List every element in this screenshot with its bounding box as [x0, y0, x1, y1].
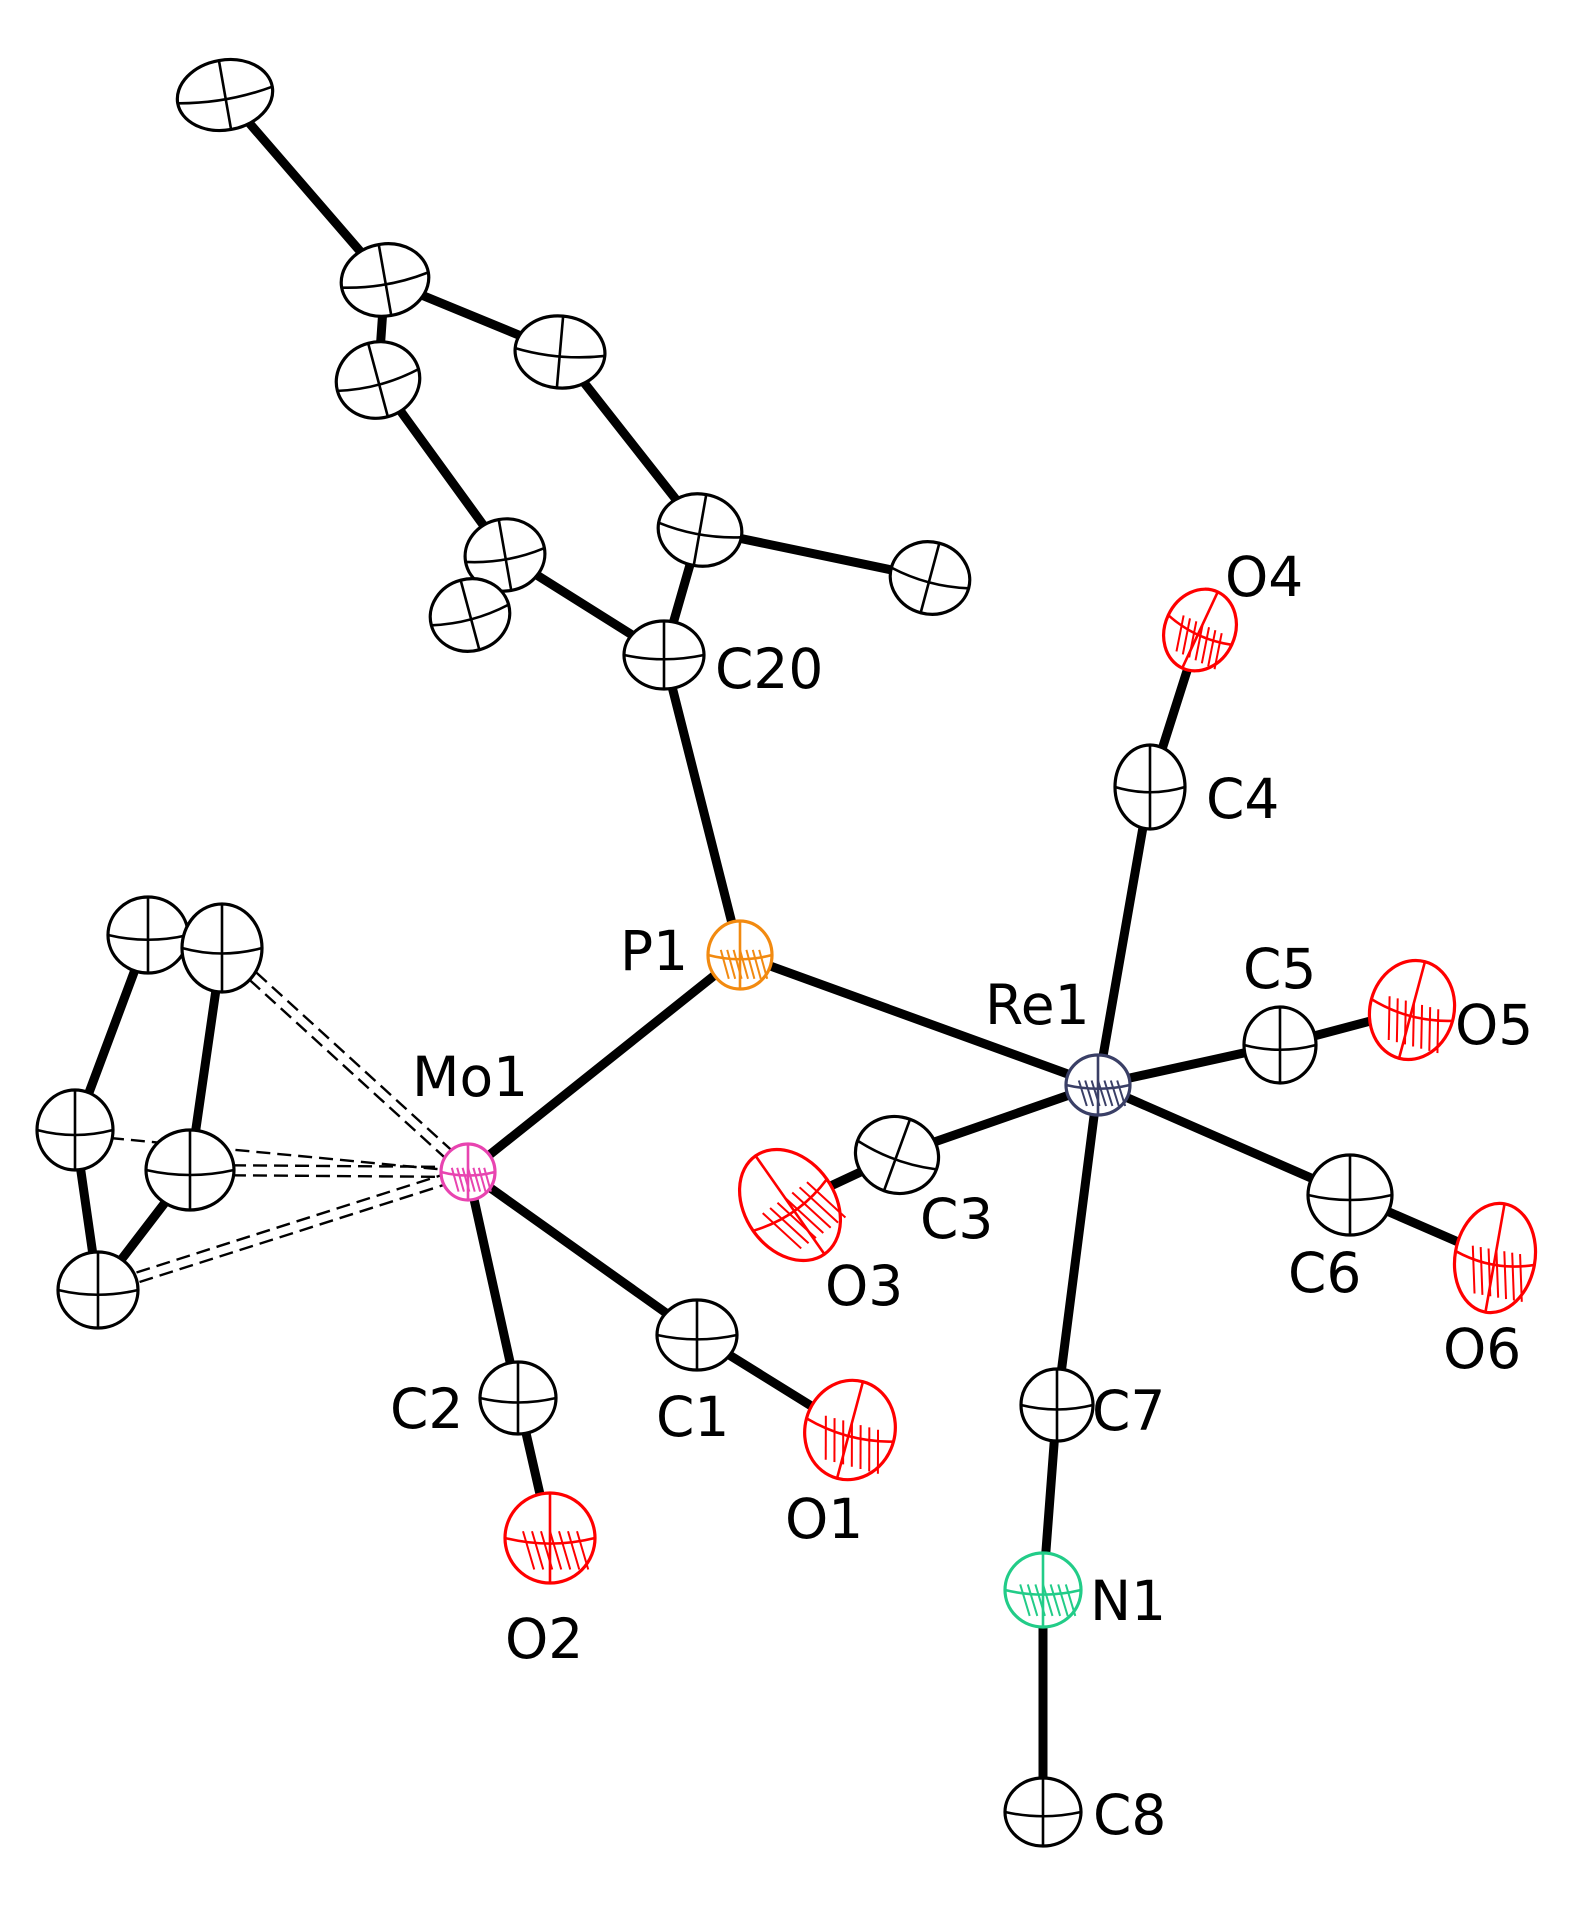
atom-n1: [1003, 1551, 1083, 1629]
bond-re1-c6: [1093, 1080, 1355, 1200]
atom-c3: [853, 1114, 941, 1196]
cp-mo-interaction-cp3: [109, 1136, 469, 1174]
label-n1: N1: [1090, 1569, 1166, 1633]
bond-mo1-c2: [463, 1167, 523, 1403]
cp-mo-interaction-cp4: [189, 1173, 468, 1179]
label-o1: O1: [785, 1487, 863, 1551]
atom-cp5: [56, 1250, 140, 1330]
bond-p1-re1: [735, 950, 1103, 1090]
atom-c20: [622, 619, 706, 691]
cp-mo-interaction-cp5: [96, 1166, 467, 1287]
label-c7: C7: [1092, 1379, 1165, 1443]
atom-ce: [463, 517, 547, 593]
atom-cc: [334, 340, 422, 420]
atom-mo1: [439, 1142, 497, 1202]
label-o5: O5: [1455, 993, 1533, 1057]
bond-mo1-c1: [463, 1167, 702, 1340]
cp-mo-interaction-cp2: [217, 950, 466, 1177]
label-o2: O2: [505, 1607, 583, 1671]
label-o6: O6: [1443, 1317, 1521, 1381]
atom-p1: [706, 919, 774, 991]
atom-c2: [478, 1360, 558, 1436]
atom-re1: [1064, 1053, 1132, 1117]
label-mo1: Mo1: [412, 1045, 528, 1109]
atom-c8: [1003, 1776, 1083, 1848]
atom-cp4: [144, 1128, 236, 1212]
label-c8: C8: [1093, 1783, 1166, 1847]
bond-p1-mo1: [463, 950, 745, 1177]
cp-mo-interaction-cp5: [99, 1175, 470, 1296]
label-c1: C1: [656, 1385, 729, 1449]
atom-cp1: [106, 895, 190, 975]
atom-c4: [1113, 743, 1187, 831]
bond-re1-c7: [1052, 1080, 1103, 1410]
atom-o3: [737, 1147, 847, 1263]
label-o3: O3: [825, 1254, 903, 1318]
label-c2: C2: [390, 1377, 463, 1441]
atom-o1: [803, 1378, 897, 1482]
bond-c4-re1: [1093, 782, 1155, 1090]
cp-mo-interaction-cp2: [224, 943, 473, 1170]
label-c20: C20: [715, 637, 823, 701]
atom-ca: [339, 242, 431, 318]
atom-o4: [1162, 587, 1238, 673]
atom-mtop: [175, 57, 275, 133]
label-re1: Re1: [985, 973, 1090, 1037]
atom-cd: [656, 492, 744, 568]
atom-cb: [513, 314, 607, 390]
label-c6: C6: [1288, 1241, 1361, 1305]
atom-cme2: [888, 540, 972, 616]
atom-o6: [1452, 1201, 1538, 1315]
label-c4: C4: [1206, 767, 1279, 831]
atom-cp3: [35, 1088, 115, 1172]
label-c3: C3: [920, 1187, 993, 1251]
atom-cme1: [428, 577, 512, 653]
atom-c6: [1306, 1153, 1394, 1237]
label-o4: O4: [1225, 545, 1303, 609]
atom-c5: [1242, 1005, 1318, 1085]
bond-mtop-ca: [220, 90, 390, 285]
label-c5: C5: [1243, 937, 1316, 1001]
bond-c20-p1: [659, 650, 745, 960]
cp-mo-interaction-cp4: [190, 1163, 469, 1169]
atom-c1: [655, 1298, 739, 1372]
atom-cp2: [180, 902, 264, 994]
atom-c7: [1019, 1367, 1095, 1443]
atom-o2: [503, 1491, 597, 1585]
atom-o5: [1367, 958, 1457, 1062]
label-p1: P1: [620, 919, 688, 983]
